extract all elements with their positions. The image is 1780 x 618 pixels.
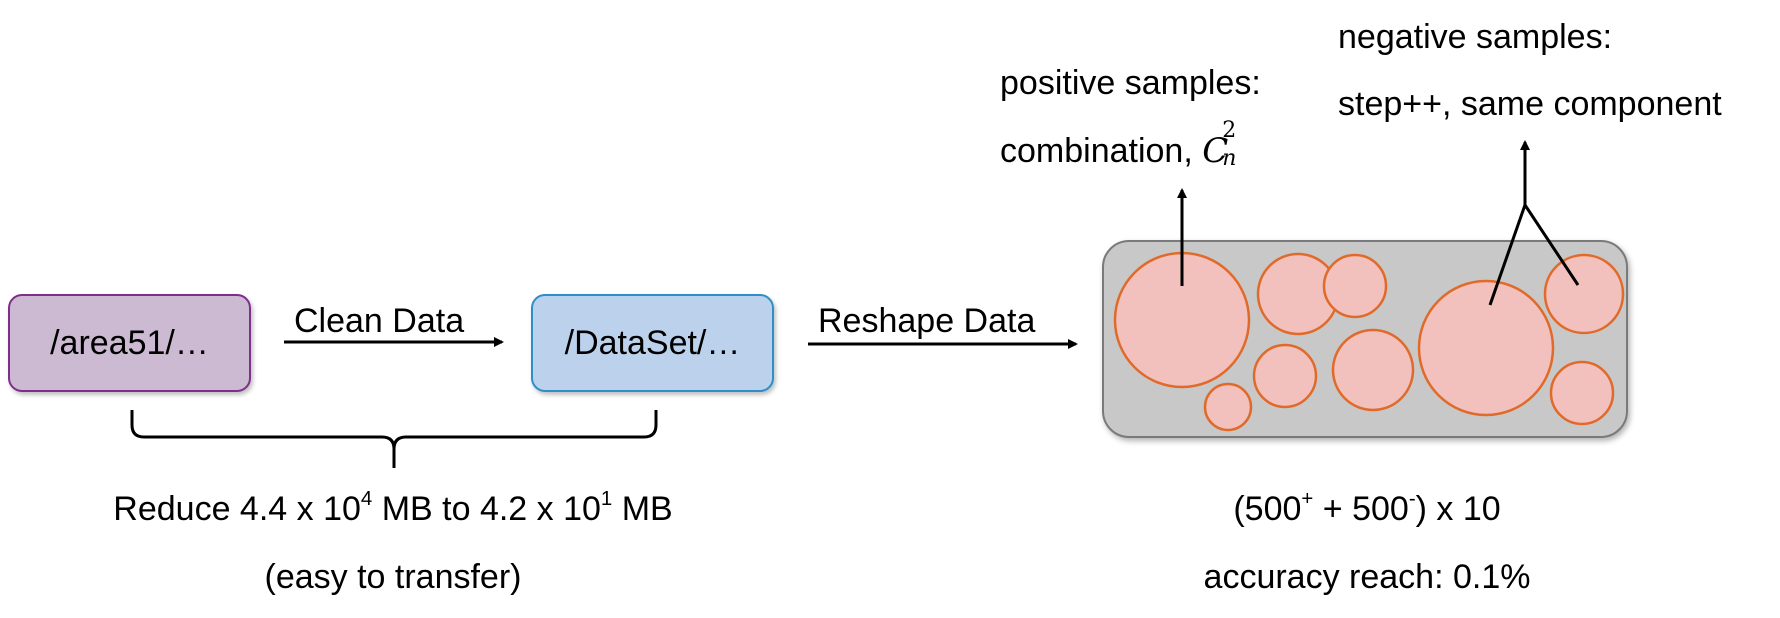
negative-sample-arrow: [1488, 140, 1580, 306]
source-folder-label: /area51/…: [50, 323, 209, 362]
dataset-folder-label: /DataSet/…: [564, 323, 741, 362]
source-folder-box: /area51/…: [8, 294, 251, 392]
sample-circle: [1331, 328, 1415, 412]
clean-data-label: Clean Data: [294, 302, 465, 340]
dataset-size-text: (500+ + 500-) x 10: [1233, 487, 1501, 528]
negative-samples-text: step++, same component: [1338, 85, 1722, 123]
sample-circle: [1252, 343, 1318, 409]
sample-circle: [1543, 253, 1625, 335]
reduction-note: (easy to transfer): [264, 558, 522, 596]
reduction-text: Reduce 4.4 x 104 MB to 4.2 x 101 MB: [113, 487, 673, 528]
accuracy-text: accuracy reach: 0.1%: [1203, 558, 1531, 596]
sample-circles: [1113, 251, 1625, 432]
reshape-data-label: Reshape Data: [818, 302, 1036, 340]
sample-circle: [1549, 360, 1615, 426]
sample-circle: [1417, 279, 1555, 417]
dataset-folder-box: /DataSet/…: [531, 294, 774, 392]
reduction-brace: [130, 410, 658, 468]
sample-circle: [1203, 382, 1253, 432]
negative-samples-title: negative samples:: [1338, 18, 1613, 56]
positive-samples-title: positive samples:: [1000, 64, 1261, 102]
sample-circle: [1322, 253, 1388, 319]
